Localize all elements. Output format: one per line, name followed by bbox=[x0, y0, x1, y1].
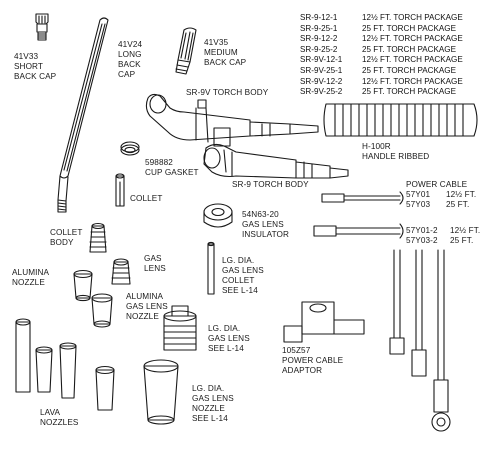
torch-package-desc: 25 FT. TORCH PACKAGE bbox=[362, 87, 457, 97]
lg-nozzle-label: LG. DIA. GAS LENS NOZZLE SEE L-14 bbox=[192, 384, 234, 423]
torch-package-row: SR-9-25-1 25 FT. TORCH PACKAGE bbox=[300, 24, 456, 35]
torch-package-code: SR-9-12-2 bbox=[300, 34, 338, 44]
torch-package-desc: 25 FT. TORCH PACKAGE bbox=[362, 66, 457, 75]
torch-package-desc: 12½ FT. TORCH PACKAGE bbox=[362, 76, 463, 86]
long-back-cap-label: 41V24 LONG BACK CAP bbox=[118, 40, 143, 79]
power-cable-adaptor-part bbox=[283, 301, 365, 343]
medium-back-cap-part bbox=[175, 27, 197, 75]
collet-label: COLLET bbox=[130, 194, 163, 203]
torch-package-code: SR-9V-12-2 bbox=[300, 76, 343, 86]
medium-back-cap-label: 41V35 MEDIUM BACK CAP bbox=[204, 38, 247, 67]
collet-part bbox=[115, 173, 125, 207]
torch-package-code: SR-9-25-1 bbox=[300, 23, 338, 33]
handle-ribbed-part bbox=[323, 103, 478, 137]
torch-package-row: SR-9-25-2 25 FT. TORCH PACKAGE bbox=[300, 45, 456, 56]
power-cable-title: POWER CABLE bbox=[406, 180, 468, 189]
hanging-cables-part bbox=[389, 249, 451, 432]
lg-nozzle-part bbox=[143, 359, 179, 425]
sr9v-torch-body-part bbox=[145, 93, 319, 147]
torch-package-desc: 12½ FT. TORCH PACKAGE bbox=[362, 55, 463, 65]
sr9v-torch-body-label: SR-9V TORCH BODY bbox=[186, 88, 269, 97]
cup-gasket-label: 598882 CUP GASKET bbox=[145, 158, 199, 177]
gas-lens-insulator-part bbox=[203, 203, 233, 228]
torch-package-row: SR-9V-25-1 25 FT. TORCH PACKAGE bbox=[300, 66, 456, 77]
lava-nozzles-part bbox=[15, 318, 115, 411]
lava-nozzles-label: LAVA NOZZLES bbox=[40, 408, 79, 427]
sr9-torch-body-label: SR-9 TORCH BODY bbox=[232, 180, 309, 189]
handle-ribbed-label: H-100R HANDLE RIBBED bbox=[362, 142, 430, 161]
torch-package-code: SR-9-12-1 bbox=[300, 13, 338, 22]
torch-package-desc: 25 FT. TORCH PACKAGE bbox=[362, 44, 457, 54]
power-cable-adaptor-label: 105Z57 POWER CABLE ADAPTOR bbox=[282, 346, 344, 375]
lg-collet-part bbox=[207, 241, 215, 295]
torch-package-code: SR-9V-12-1 bbox=[300, 55, 343, 65]
short-back-cap-part bbox=[35, 13, 49, 41]
lg-gas-lens-part bbox=[163, 305, 197, 351]
torch-package-row: SR-9V-12-1 12½ FT. TORCH PACKAGE bbox=[300, 55, 463, 66]
alumina-nozzle-label: ALUMINA NOZZLE bbox=[12, 268, 50, 287]
torch-package-row: SR-9V-12-2 12½ FT. TORCH PACKAGE bbox=[300, 77, 463, 88]
power-cable-part-2 bbox=[313, 223, 404, 239]
alumina-nozzle-part bbox=[73, 269, 93, 302]
alumina-gas-lens-nozzle-label: ALUMINA GAS LENS NOZZLE bbox=[126, 292, 168, 321]
torch-package-row: SR-9V-25-2 25 FT. TORCH PACKAGE bbox=[300, 87, 456, 98]
lg-gas-lens-label: LG. DIA. GAS LENS SEE L-14 bbox=[208, 324, 250, 353]
power-cable-part-1 bbox=[321, 191, 404, 205]
torch-package-row: SR-9-12-2 12½ FT. TORCH PACKAGE bbox=[300, 34, 463, 45]
torch-package-desc: 25 FT. TORCH PACKAGE bbox=[362, 23, 457, 33]
cup-gasket-part bbox=[120, 141, 140, 156]
gas-lens-part bbox=[111, 258, 131, 285]
short-back-cap-label: 41V33 SHORT BACK CAP bbox=[14, 52, 57, 81]
torch-package-code: SR-9-25-2 bbox=[300, 44, 338, 54]
sr9-torch-body-part bbox=[203, 143, 349, 179]
torch-package-code: SR-9V-25-2 bbox=[300, 87, 343, 97]
lg-collet-label: LG. DIA. GAS LENS COLLET SEE L-14 bbox=[222, 256, 264, 295]
long-back-cap-part bbox=[57, 17, 109, 213]
torch-package-desc: 12½ FT. TORCH PACKAGE bbox=[362, 34, 463, 44]
gas-lens-insulator-label: 54N63-20 GAS LENS INSULATOR bbox=[242, 210, 290, 239]
collet-body-label: COLLET BODY bbox=[50, 228, 83, 247]
torch-package-desc: 12½ FT. TORCH PACKAGE bbox=[362, 13, 463, 22]
gas-lens-label: GAS LENS bbox=[144, 254, 166, 273]
torch-package-code: SR-9V-25-1 bbox=[300, 66, 343, 75]
torch-package-row: SR-9-12-1 12½ FT. TORCH PACKAGE bbox=[300, 13, 463, 24]
collet-body-part bbox=[89, 222, 107, 253]
alumina-gas-lens-nozzle-part bbox=[91, 293, 113, 328]
